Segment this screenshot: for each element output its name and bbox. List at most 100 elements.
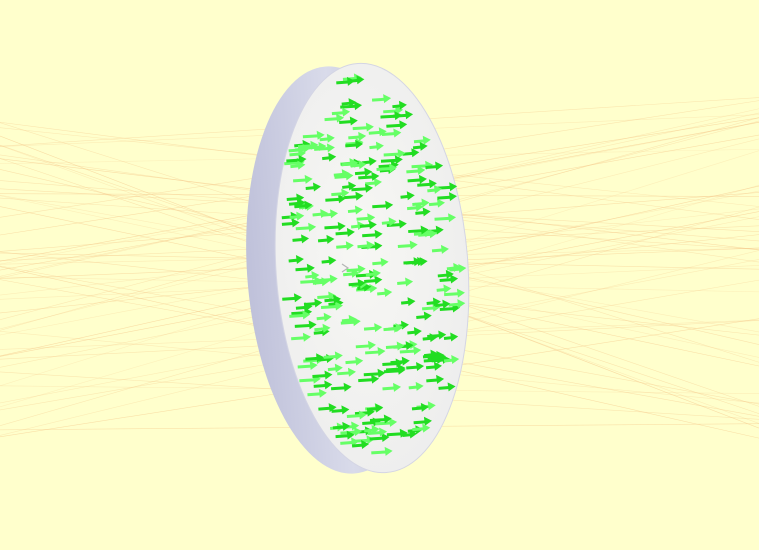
arrow-right-icon bbox=[295, 263, 315, 273]
arrow-right-icon bbox=[380, 111, 403, 121]
arrow-right-icon bbox=[344, 191, 364, 201]
arrow-right-icon bbox=[358, 171, 380, 181]
arrow-right-icon bbox=[319, 133, 335, 143]
arrow-right-icon bbox=[294, 320, 317, 330]
arrow-right-icon bbox=[369, 433, 390, 443]
arrow-right-icon bbox=[331, 107, 351, 117]
arrow-right-icon bbox=[331, 188, 350, 198]
arrow-right-icon bbox=[348, 131, 367, 141]
arrow-right-icon bbox=[356, 213, 376, 223]
arrow-right-icon bbox=[436, 284, 452, 294]
arrow-right-icon bbox=[397, 277, 414, 287]
arrow-right-icon bbox=[351, 183, 373, 193]
arrow-right-icon bbox=[318, 403, 337, 413]
arrow-right-icon bbox=[337, 367, 356, 377]
arrow-right-icon bbox=[291, 332, 311, 342]
arrow-right-icon bbox=[345, 356, 364, 366]
arrow-right-icon bbox=[331, 405, 350, 415]
arrow-right-icon bbox=[343, 268, 360, 278]
arrow-right-icon bbox=[412, 423, 431, 433]
arrow-right-icon bbox=[392, 100, 407, 110]
arrow-right-icon bbox=[354, 167, 373, 177]
arrow-right-icon bbox=[314, 143, 335, 153]
arrow-right-icon bbox=[415, 207, 431, 217]
arrow-right-icon bbox=[386, 428, 408, 438]
arrow-right-icon bbox=[383, 148, 406, 158]
arrow-right-icon bbox=[286, 154, 307, 164]
arrow-right-icon bbox=[397, 240, 418, 250]
arrow-right-icon bbox=[406, 361, 425, 371]
arrow-right-icon bbox=[364, 275, 383, 285]
arrow-right-icon bbox=[434, 213, 457, 223]
arrow-right-icon bbox=[413, 135, 431, 145]
arrow-right-icon bbox=[307, 388, 327, 398]
arrow-right-icon bbox=[390, 356, 410, 366]
arrow-right-icon bbox=[340, 437, 360, 447]
arrow-right-icon bbox=[332, 421, 351, 431]
arrow-right-icon bbox=[305, 182, 321, 192]
arrow-right-icon bbox=[305, 353, 325, 363]
arrow-right-icon bbox=[408, 225, 429, 235]
arrow-right-icon bbox=[362, 229, 383, 239]
arrow-right-icon bbox=[363, 368, 386, 378]
arrow-right-icon bbox=[324, 294, 342, 304]
arrow-right-icon bbox=[357, 240, 375, 250]
arrow-right-icon bbox=[412, 141, 428, 151]
arrow-right-icon bbox=[363, 323, 383, 333]
arrow-right-icon bbox=[412, 198, 430, 208]
arrow-right-icon bbox=[372, 200, 394, 210]
arrow-right-icon bbox=[335, 227, 355, 237]
arrow-right-icon bbox=[385, 363, 406, 373]
arrow-right-icon bbox=[348, 75, 365, 85]
arrow-right-icon bbox=[381, 217, 397, 227]
arrow-right-icon bbox=[443, 332, 459, 342]
arrow-right-icon bbox=[289, 148, 306, 158]
arrow-right-icon bbox=[365, 177, 382, 187]
arrow-right-icon bbox=[342, 181, 357, 191]
arrow-right-icon bbox=[406, 202, 424, 212]
arrow-right-icon bbox=[367, 427, 388, 437]
arrow-right-icon bbox=[303, 298, 323, 308]
arrow-right-icon bbox=[372, 257, 389, 267]
arrow-right-icon bbox=[377, 288, 393, 298]
arrow-right-icon bbox=[365, 268, 381, 278]
arrow-right-icon bbox=[320, 301, 343, 311]
arrow-right-icon bbox=[341, 158, 359, 168]
arrow-right-icon bbox=[426, 374, 445, 384]
arrow-right-icon bbox=[282, 293, 302, 303]
arrow-right-icon bbox=[400, 191, 415, 201]
arrow-right-icon bbox=[314, 323, 331, 333]
vector-field-arrows bbox=[281, 73, 467, 456]
arrow-right-icon bbox=[400, 297, 416, 307]
crosshair-icon bbox=[341, 263, 350, 273]
arrow-right-icon bbox=[317, 291, 337, 301]
arrow-right-icon bbox=[336, 241, 354, 251]
arrow-right-icon bbox=[347, 205, 363, 215]
arrow-right-icon bbox=[382, 382, 402, 392]
arrow-right-icon bbox=[298, 140, 319, 150]
arrow-right-icon bbox=[425, 361, 442, 371]
arrow-right-icon bbox=[305, 271, 320, 281]
arrow-right-icon bbox=[439, 274, 459, 284]
arrow-right-icon bbox=[443, 354, 460, 364]
arrow-right-icon bbox=[312, 370, 333, 380]
arrow-right-icon bbox=[423, 349, 439, 359]
arrow-right-icon bbox=[438, 382, 456, 392]
arrow-right-icon bbox=[437, 192, 457, 202]
arrow-right-icon bbox=[386, 219, 407, 229]
arrow-right-icon bbox=[359, 220, 377, 230]
arrow-right-icon bbox=[406, 165, 426, 175]
arrow-right-icon bbox=[416, 311, 432, 321]
arrow-right-icon bbox=[368, 127, 387, 137]
arrow-right-icon bbox=[316, 312, 332, 322]
arrow-right-icon bbox=[300, 276, 323, 286]
arrow-right-icon bbox=[341, 98, 357, 108]
arrow-right-icon bbox=[427, 184, 442, 194]
arrow-right-icon bbox=[346, 410, 367, 420]
arrow-right-icon bbox=[376, 163, 397, 173]
arrow-right-icon bbox=[288, 255, 304, 265]
arrow-right-icon bbox=[444, 288, 465, 298]
arrow-right-icon bbox=[351, 439, 370, 449]
arrow-right-icon bbox=[345, 139, 364, 149]
